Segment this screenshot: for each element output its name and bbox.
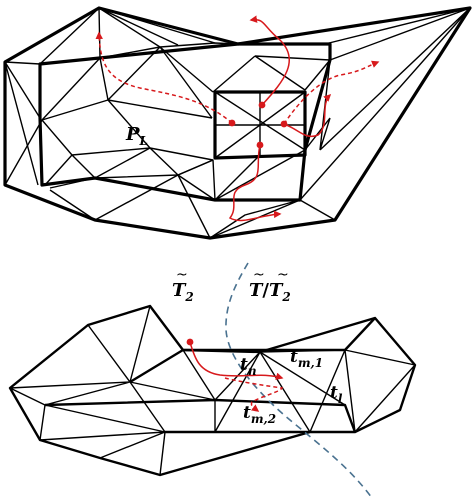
label-tn: tn [240, 355, 257, 378]
trajectory-5-origin [256, 141, 264, 149]
label-tl: tl [330, 383, 343, 406]
top-trajectories [95, 15, 380, 222]
label-pl: PL [125, 124, 148, 148]
top-mesh [3, 6, 472, 240]
label-t-over-t2: T/T2 [249, 280, 291, 304]
trajectory-2-origin [258, 101, 266, 109]
trajectory-3 [283, 60, 380, 125]
bottom-mesh-band-bottom [44, 398, 357, 433]
trajectory-bottom-origin [186, 338, 194, 346]
bottom-mesh [8, 304, 417, 477]
bottom-mesh-outer-boundary [8, 304, 417, 477]
trajectory-5 [228, 144, 282, 222]
trajectory-1 [95, 31, 233, 124]
label-tm2: tm,2 [243, 403, 276, 426]
trajectory-4 [283, 93, 332, 137]
trajectory-tn-m2 [224, 377, 284, 412]
label-t2-tilde: ~ [176, 267, 188, 283]
polygon-pl-boundary [38, 42, 332, 202]
trajectory-tn-m1 [189, 341, 284, 380]
label-t2b-tilde: ~ [277, 267, 289, 283]
trajectory-1-origin [228, 119, 236, 127]
cut-line [225, 262, 373, 499]
bottom-mesh-band-top [129, 317, 376, 384]
trajectory-2 [249, 15, 291, 106]
trajectory-3-origin [280, 120, 288, 128]
top-mesh-outer-boundary [3, 6, 472, 240]
bottom-mesh-interior-edges [9, 305, 416, 476]
bottom-labels: T2 ~ T/T2 ~ ~ tn tm,1 tm,2 tl [172, 267, 343, 426]
label-tm1: tm,1 [290, 347, 323, 370]
label-t2: T2 [172, 280, 194, 304]
bottom-trajectories [189, 341, 284, 412]
top-trajectory-origins [228, 101, 288, 149]
square-region-boundary [213, 90, 307, 160]
label-t-tilde: ~ [253, 267, 265, 283]
